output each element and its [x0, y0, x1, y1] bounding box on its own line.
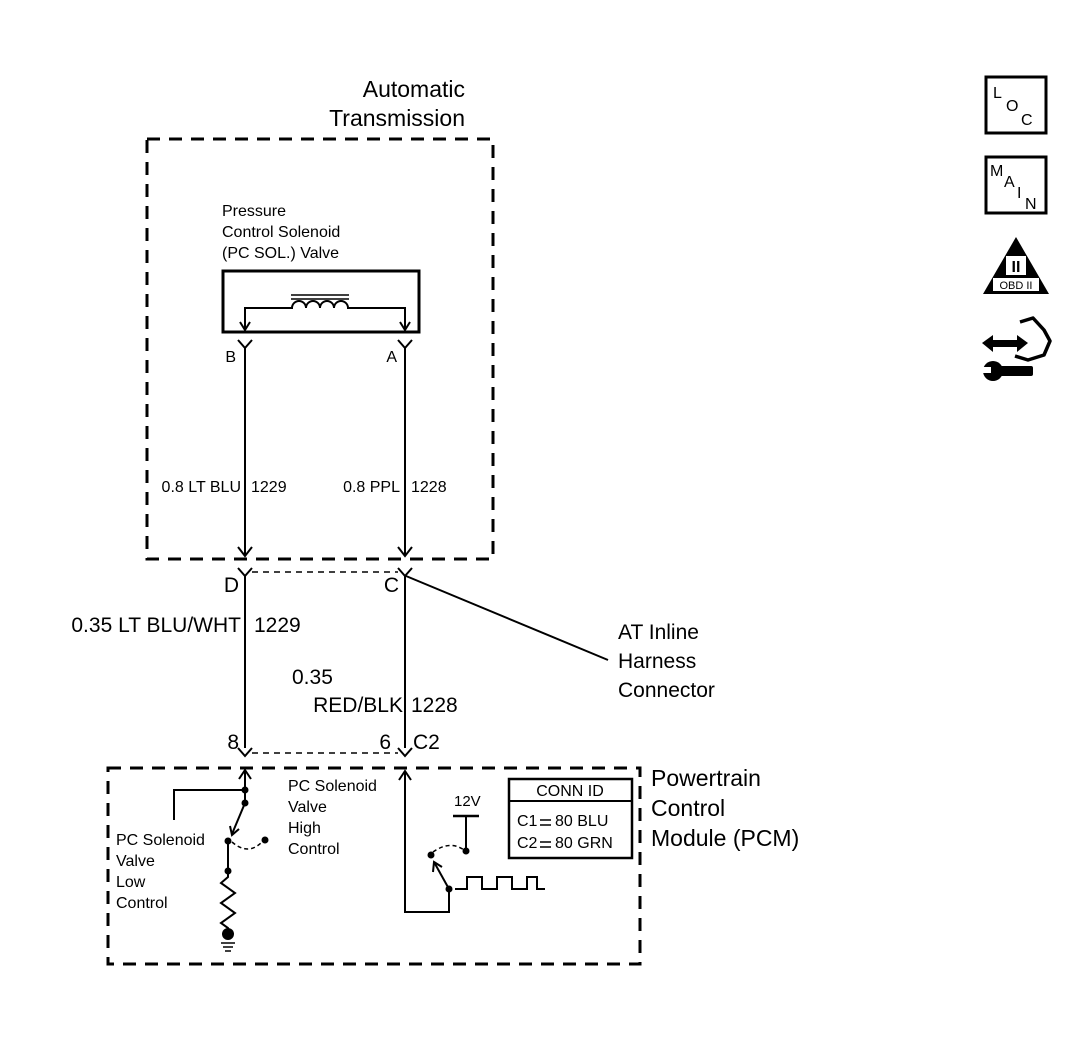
pcm-pin-6: 6 — [379, 731, 391, 754]
wire-1228-internal-circuit: 1228 — [411, 479, 447, 496]
low-control-label-line4: Control — [116, 895, 168, 912]
inline-connector-label-line2: Harness — [618, 650, 696, 673]
pcm-title-line2: Control — [651, 795, 725, 821]
switch-arrow-icon — [229, 825, 240, 837]
internal-wires: 0.8 LT BLU 1229 0.8 PPL 1228 — [162, 348, 447, 558]
pcm-pin-8: 8 — [227, 731, 239, 754]
main-letter-a: A — [1004, 174, 1015, 191]
service-arrow-left — [982, 335, 1022, 352]
main-letter-i: I — [1017, 185, 1021, 202]
obd-label: OBD II — [999, 280, 1032, 292]
pcm-connector: 8 6 C2 — [227, 731, 440, 758]
transmission-title-line2: Transmission — [329, 105, 465, 131]
high-control-label-line3: High — [288, 820, 321, 837]
conn-id-box: CONN ID C1 80 BLU C2 80 GRN — [507, 777, 634, 860]
high-control-feed — [173, 789, 245, 820]
loc-icon[interactable]: L O C — [984, 75, 1048, 135]
equals-sign — [540, 819, 551, 826]
low-control-label-line3: Low — [116, 874, 146, 891]
transmission-title-line1: Automatic — [363, 76, 465, 102]
high-switch-blade — [231, 802, 246, 835]
obd-label-bg — [993, 278, 1039, 291]
pcm-connector-terminal-icon — [237, 747, 413, 758]
solenoid-pin-b: B — [225, 349, 236, 366]
high-control-label-line4: Control — [288, 841, 340, 858]
pcm-title-line1: Powertrain — [651, 765, 761, 791]
pcm-title-line3: Module (PCM) — [651, 825, 799, 851]
main-icon[interactable]: M A I N — [984, 155, 1048, 215]
loc-button-frame — [984, 75, 1048, 135]
inline-pin-d: D — [224, 574, 239, 597]
solenoid-label-line3: (PC SOL.) Valve — [222, 245, 339, 262]
wire-1228-internal-color: 0.8 PPL — [343, 479, 400, 496]
pwm-waveform-icon — [455, 876, 545, 890]
ground-node-icon — [222, 928, 234, 940]
conn-id-c1-left: C1 — [517, 813, 538, 830]
inline-connector-label-line1: AT Inline — [618, 621, 699, 644]
inline-connector-leader — [405, 575, 609, 661]
conn-id-c2-right: 80 GRN — [555, 835, 613, 852]
external-wires: 0.35 LT BLU/WHT 1229 0.35 RED/BLK 1228 — [71, 576, 458, 748]
switch-contact-dot — [261, 836, 269, 844]
wire-1229-internal-color: 0.8 LT BLU — [162, 479, 241, 496]
switch-contact-dot — [427, 851, 435, 859]
high-control-label-line1: PC Solenoid — [288, 778, 377, 795]
wrench-handle — [995, 366, 1033, 376]
switch-arrow-icon — [432, 860, 443, 873]
wire-1229-external-circuit: 1229 — [254, 614, 301, 637]
conn-id-c2-left: C2 — [517, 835, 538, 852]
wire-1228-external-gauge: 0.35 — [292, 666, 333, 689]
wire-1229-external-color: 0.35 LT BLU/WHT — [71, 614, 241, 637]
service-arrow-right — [1017, 335, 1028, 352]
loc-letter-l: L — [993, 85, 1002, 102]
conn-id-frame — [507, 777, 634, 860]
solenoid-arrow-icon — [239, 321, 411, 332]
conn-id-c1-right: 80 BLU — [555, 813, 608, 830]
main-letter-n: N — [1025, 196, 1037, 213]
obd-roman: II — [1012, 259, 1021, 276]
pcm-boundary — [106, 766, 642, 966]
wire-1229-internal-circuit: 1229 — [251, 479, 287, 496]
solenoid-housing — [221, 269, 421, 334]
service-hand-outline — [1014, 316, 1052, 362]
supply-voltage: 12V — [454, 793, 481, 810]
pwm-switch-blade — [433, 861, 450, 890]
inline-pin-c: C — [384, 574, 399, 597]
switch-link-dashed — [231, 841, 263, 850]
wrench-jaw — [982, 367, 991, 373]
low-control-label-line2: Valve — [116, 853, 155, 870]
solenoid-terminal-icon — [237, 339, 413, 350]
conn-id-header: CONN ID — [536, 783, 604, 800]
switch-link-dashed — [432, 844, 465, 853]
inline-connector-label-line3: Connector — [618, 679, 715, 702]
obd-ii-icon[interactable]: II OBD II — [983, 237, 1049, 294]
transmission-section: Automatic Transmission — [145, 76, 495, 561]
wire-1228-external-circuit: 1228 — [411, 694, 458, 717]
resistor-icon — [219, 871, 237, 932]
pc-solenoid: Pressure Control Solenoid (PC SOL.) Valv… — [221, 203, 421, 366]
loc-letter-o: O — [1006, 98, 1018, 115]
service-icon[interactable] — [982, 316, 1052, 381]
main-letter-m: M — [990, 163, 1003, 180]
solenoid-label-line2: Control Solenoid — [222, 224, 340, 241]
wire-1228-external-color: RED/BLK — [313, 694, 403, 717]
equals-sign — [540, 841, 551, 848]
ground-icon — [221, 942, 235, 952]
high-control-label-line2: Valve — [288, 799, 327, 816]
solenoid-coil-icon — [244, 300, 406, 328]
obd-roman-bg — [1006, 256, 1026, 275]
loc-letter-c: C — [1021, 112, 1033, 129]
transmission-boundary — [145, 137, 495, 561]
solenoid-label-line1: Pressure — [222, 203, 286, 220]
low-control-label-line1: PC Solenoid — [116, 832, 205, 849]
pcm-connector-id: C2 — [413, 731, 440, 754]
main-button-frame — [984, 155, 1048, 215]
pcm-section: Powertrain Control Module (PCM) PC Solen… — [106, 765, 799, 966]
wrench-head — [983, 361, 1003, 381]
wire-arrow-icon — [237, 546, 413, 558]
pcm-1228-loop — [404, 771, 450, 913]
solenoid-pin-a: A — [386, 349, 397, 366]
